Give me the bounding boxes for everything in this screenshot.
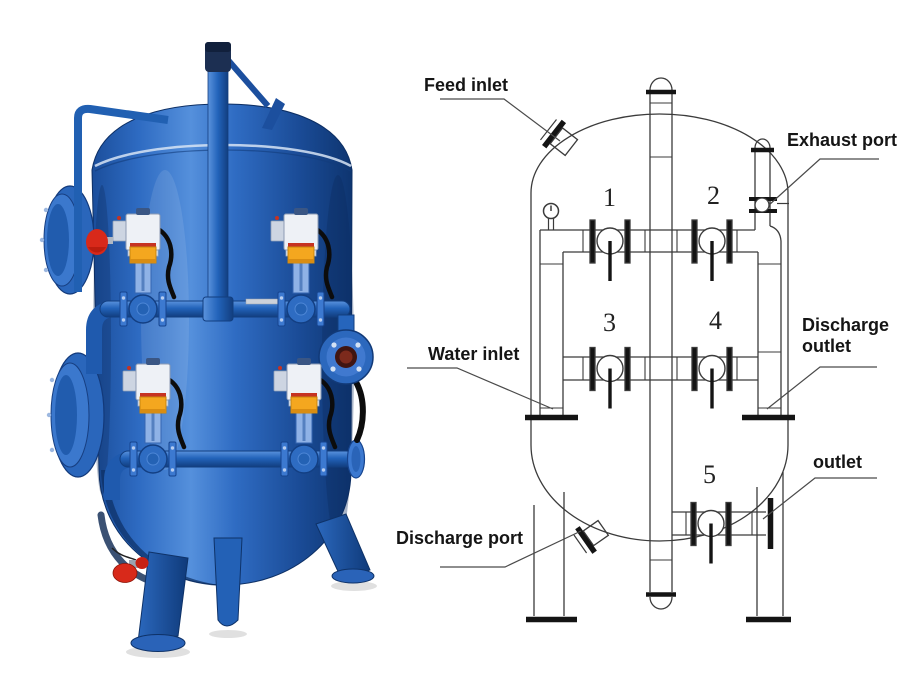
red-handle [86, 229, 113, 255]
lifting-lug [225, 58, 285, 130]
exhaust-valve [749, 197, 789, 213]
valve-number-5: 5 [703, 460, 716, 489]
leader-outlet [762, 477, 877, 520]
valve-number-2: 2 [707, 181, 720, 210]
foot-shadow [209, 630, 247, 638]
central-pipe [646, 77, 676, 610]
diagram-legs [526, 472, 791, 623]
label-discharge-outlet-line1: Discharge [802, 315, 890, 335]
label-discharge-port: Discharge port [396, 528, 524, 548]
leader-lines [407, 98, 879, 568]
valve-number-4: 4 [709, 306, 722, 335]
bottom-branch [672, 498, 774, 549]
valve-number-1: 1 [603, 183, 616, 212]
label-discharge-outlet: Discharge outlet [802, 315, 889, 357]
vessel-outline [530, 113, 789, 542]
front-port-flange [318, 314, 374, 385]
feed-inlet-nozzle [540, 119, 579, 157]
leader-discharge-outlet [766, 366, 877, 410]
leader-feed-inlet [440, 98, 561, 142]
leader-exhaust-port [768, 158, 879, 206]
drain-valve-red [111, 547, 149, 583]
exhaust-pipe [749, 138, 789, 230]
label-water-inlet: Water inlet [428, 344, 520, 364]
label-feed-inlet: Feed inlet [424, 75, 509, 95]
valve-number-3: 3 [603, 308, 616, 337]
leader-discharge-port [440, 530, 582, 568]
diagram-valve-2 [690, 218, 734, 283]
frame-pipe [74, 104, 169, 292]
top-manifold [539, 225, 782, 415]
label-outlet: outlet [813, 452, 862, 472]
leader-water-inlet [407, 367, 554, 410]
diagram-valve-1 [588, 218, 632, 283]
filter-diagram [407, 77, 879, 623]
filter-tank-photo [39, 42, 377, 658]
standpipe [205, 42, 231, 313]
discharge-port-nozzle [573, 519, 610, 554]
pressure-gauge [542, 202, 560, 230]
foot-shadow [331, 581, 377, 591]
label-discharge-outlet-line2: outlet [802, 336, 851, 356]
label-exhaust-port: Exhaust port [787, 130, 898, 150]
tank-legs [130, 513, 375, 652]
